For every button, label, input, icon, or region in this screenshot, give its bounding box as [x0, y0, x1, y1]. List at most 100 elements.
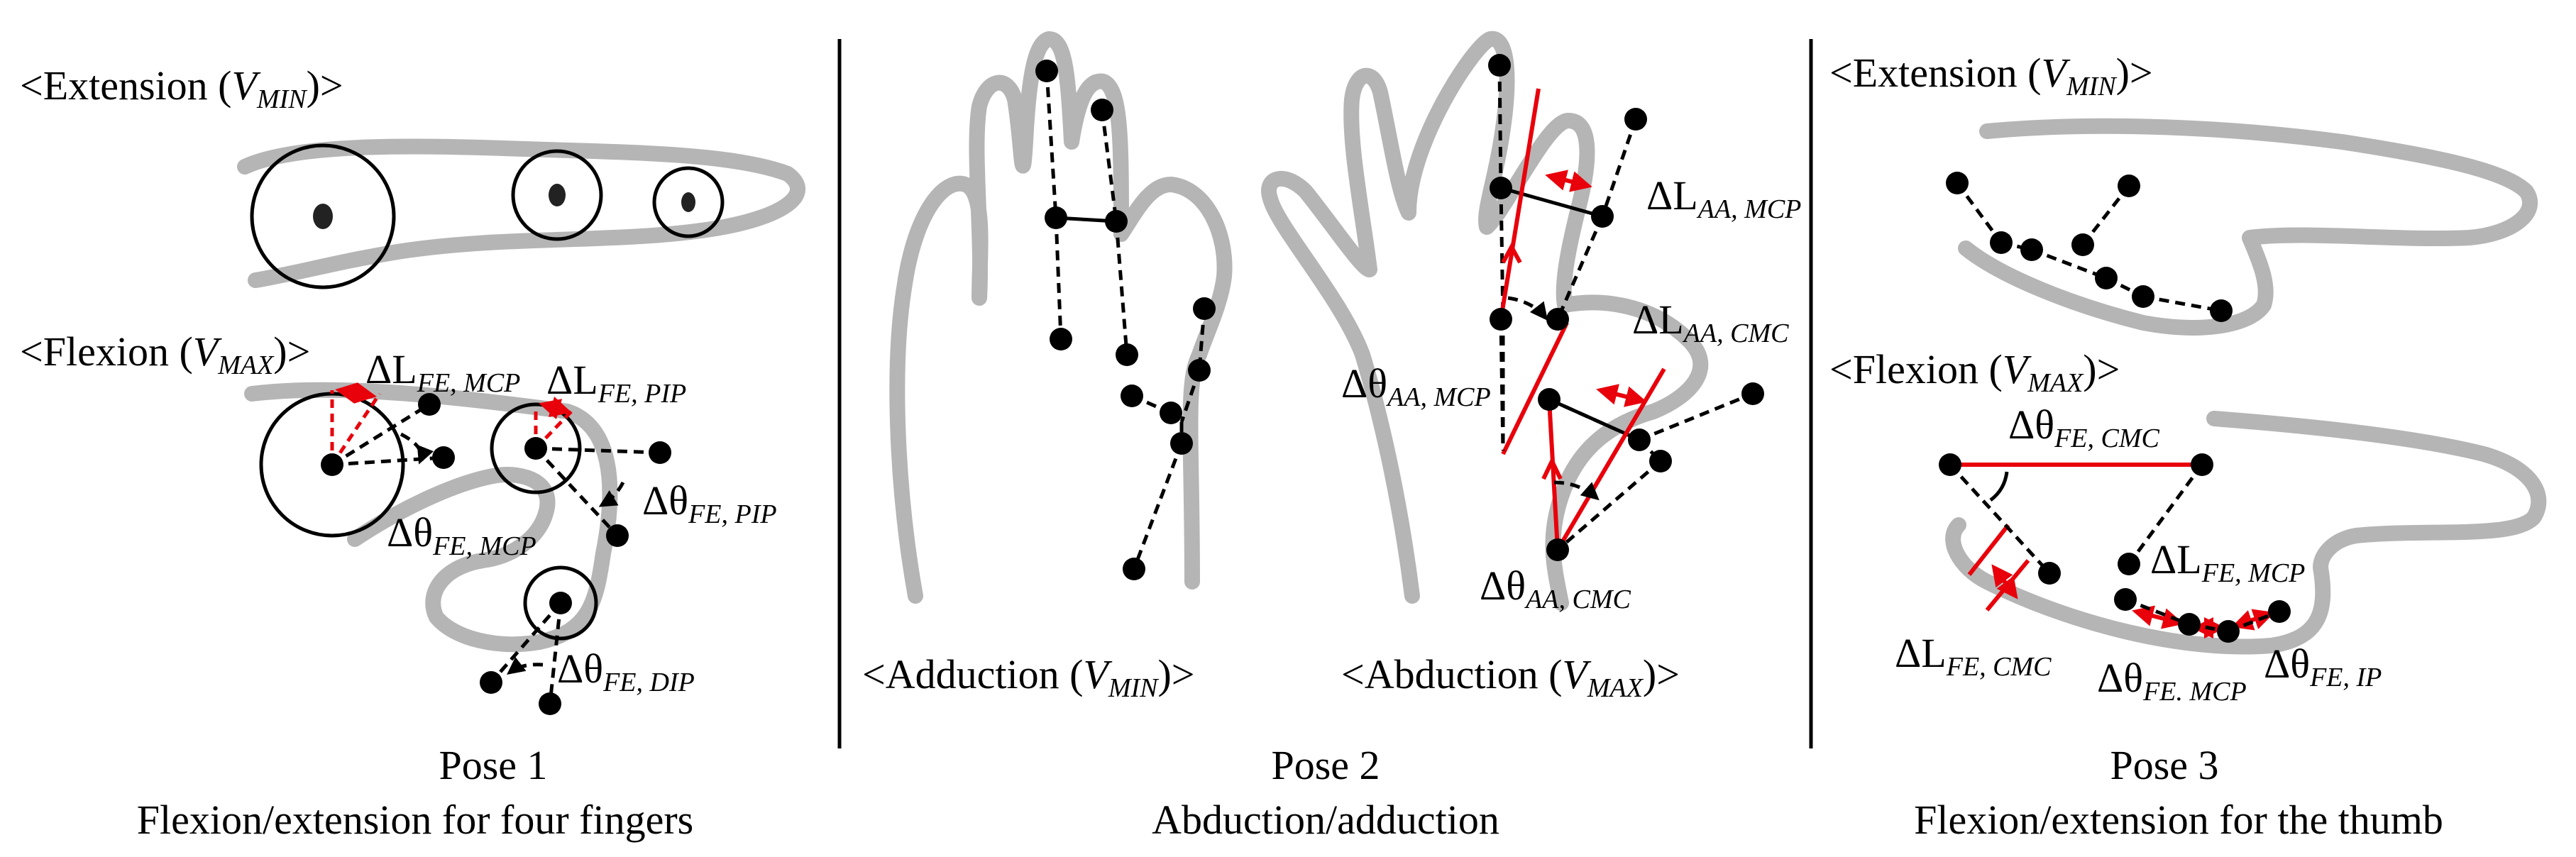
joint-dot: [2118, 553, 2140, 575]
joint-dot: [1091, 99, 1113, 121]
thumb-flexed-outline: [1945, 411, 2547, 655]
pip-joint-dot: [549, 184, 566, 206]
joint-dot: [418, 393, 441, 416]
joint-dot: [1170, 432, 1193, 455]
extended-thumb-dots: [1946, 172, 2233, 322]
mcp-joint-dot: [313, 204, 333, 229]
abduction-hand-outline: [1261, 31, 1709, 611]
abduction-label: <Abduction (VMAX)>: [1341, 651, 1680, 703]
joint-dot: [1946, 172, 1969, 194]
pose-3-panel: <Extension (VMIN)> <Flexion (VMAX)>: [1829, 50, 2547, 843]
joint-dot: [1939, 453, 1961, 476]
abd-bone: [1499, 187, 1505, 320]
joint-dot: [2071, 233, 2094, 256]
pose2-title: Pose 2: [1271, 742, 1380, 788]
fe-cmc-length-arrow: [1991, 564, 2018, 599]
abd-bone: [1556, 216, 1605, 320]
ext-bone: [2081, 184, 2130, 246]
joint-dot: [480, 671, 502, 694]
pip-angle-arc: [598, 481, 625, 507]
aa-mcp-red-line-right: [1501, 321, 1569, 455]
joint-dot: [2095, 267, 2118, 289]
pose2-subtitle: Abduction/adduction: [1152, 797, 1499, 843]
joint-dot: [1123, 558, 1145, 580]
joint-dot: [1624, 108, 1647, 131]
dip-joint-dot: [681, 192, 695, 212]
extended-finger-outline: [237, 138, 805, 288]
joint-dot: [524, 437, 547, 460]
red-arrowhead-up-2: [1541, 456, 1563, 480]
joint-dot: [1488, 54, 1511, 77]
mcp-angle-arc: [400, 432, 434, 465]
add-bone: [1132, 443, 1184, 570]
pose3-title: Pose 3: [2110, 742, 2218, 788]
aa-cmc-length-arrow: [1596, 384, 1647, 407]
dL-fe-mcp-label: ΔLFE, MCP: [365, 346, 520, 398]
dtheta-fe-cmc-label: ΔθFE, CMC: [2008, 402, 2160, 453]
dtheta-fe-mcp-label: ΔθFE, MCP: [387, 509, 536, 561]
pose3-extension-label: <Extension (VMIN)>: [1829, 50, 2153, 101]
joint-dot: [1490, 308, 1512, 331]
pose-2-panel: ΔLAA, MCP ΔLAA, CMC ΔθAA, MCP ΔθAA, CMC …: [862, 31, 1801, 843]
pip-joint-circle: [511, 149, 603, 241]
abd-bone: [1497, 65, 1503, 189]
dL-fe-cmc-label: ΔLFE, CMC: [1895, 630, 2052, 682]
joint-dot: [1160, 402, 1182, 424]
bone-pip-b: [534, 447, 619, 537]
mcp-joint-circle: [250, 143, 396, 289]
abduction-joint-dots: [1488, 54, 1764, 561]
joint-dot: [1121, 385, 1143, 407]
joint-dot: [2114, 588, 2137, 611]
joint-dot: [1990, 231, 2013, 254]
joint-dot: [1741, 382, 1764, 405]
pip-length-arrow: [539, 396, 572, 420]
abd-mcp-link: [1500, 186, 1603, 219]
joint-dot: [2020, 238, 2043, 261]
joint-dot: [1628, 428, 1651, 451]
pose1-subtitle: Flexion/extension for four fingers: [137, 797, 693, 843]
aa-cmc-angle-arc: [1553, 480, 1600, 501]
pose1-joint-dots: [321, 393, 671, 715]
joint-dot: [1490, 177, 1512, 199]
abd-bone: [1556, 460, 1662, 551]
bone-pip-a: [535, 446, 661, 455]
bone-dip-b: [548, 602, 563, 704]
joint-dot: [1035, 60, 1058, 82]
joint-dot: [1193, 297, 1216, 320]
joint-dot: [2118, 175, 2140, 197]
joint-dot: [2191, 453, 2213, 476]
joint-dot: [1649, 450, 1672, 472]
dtheta-aa-mcp-label: ΔθAA, MCP: [1341, 360, 1491, 412]
joint-dot: [2268, 600, 2291, 623]
joint-dot: [321, 453, 343, 476]
adduction-hand-outline: [889, 31, 1233, 604]
dtheta-aa-cmc-label: ΔθAA, CMC: [1480, 563, 1631, 614]
joint-dot: [1538, 388, 1561, 411]
pose1-title: Pose 1: [439, 742, 547, 788]
dtheta-fe-pip-label: ΔθFE, PIP: [642, 477, 777, 529]
red-arrowhead-up-1: [1501, 242, 1522, 264]
joint-dot: [1591, 205, 1614, 228]
thumb-extended-outline: [1958, 118, 2538, 336]
bone-mcp-b: [331, 455, 444, 467]
pose3-subtitle: Flexion/extension for the thumb: [1914, 797, 2443, 843]
flex-bone: [2125, 597, 2190, 626]
bone-mcp-a: [331, 402, 431, 467]
add-bone: [1100, 109, 1118, 222]
joint-dot: [2038, 562, 2061, 585]
dL-aa-cmc-label: ΔLAA, CMC: [1632, 297, 1789, 348]
add-bone: [1045, 70, 1058, 219]
dtheta-fe-ip-label: ΔθFE, IP: [2264, 641, 2382, 692]
ext-bone: [1955, 182, 2003, 244]
pose-1-panel: <Extension (VMIN)> <Flexion (VMAX)>: [20, 62, 805, 843]
dip-joint-circle: [652, 166, 725, 238]
aa-mcp-angle-arc: [1507, 296, 1548, 321]
adduction-label: <Adduction (VMIN)>: [862, 651, 1195, 703]
joint-dot: [606, 524, 629, 547]
joint-dot: [2132, 285, 2154, 308]
fe-cmc-red-perp: [1967, 524, 2010, 576]
aa-mcp-red-line-left: [1499, 88, 1541, 320]
joint-dot: [2178, 613, 2201, 636]
joint-dot: [1188, 359, 1211, 382]
